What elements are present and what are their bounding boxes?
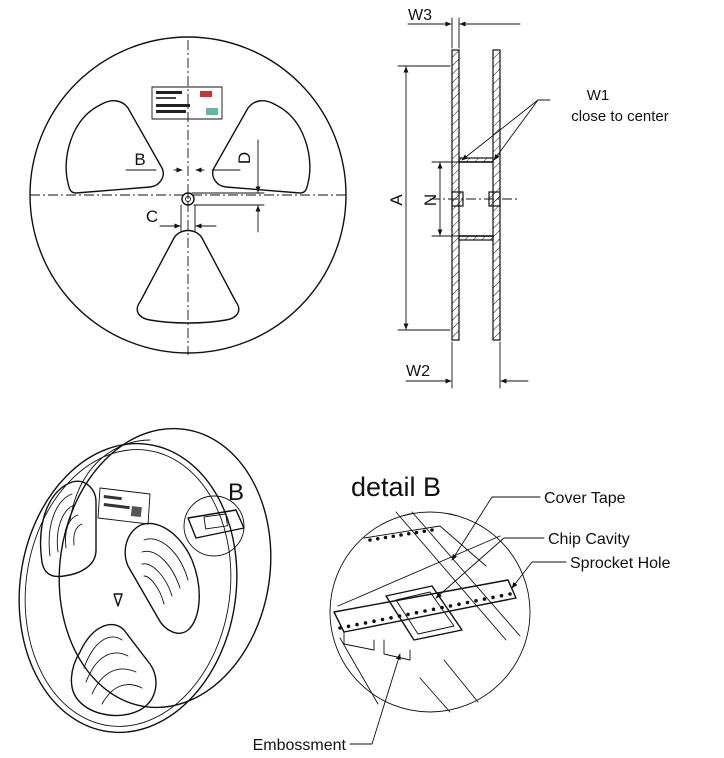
- detail-title: detail B: [351, 472, 441, 502]
- sprocket-hole: [465, 600, 470, 605]
- detail-circle: [329, 511, 531, 713]
- reel-3d-view: B: [18, 427, 272, 734]
- reel-3d-tape: [187, 509, 245, 539]
- detail-sprocket-holes: [338, 528, 512, 630]
- sprocket-hole: [372, 619, 376, 623]
- detail-flange-line-4: [419, 677, 451, 713]
- sprocket-hole: [482, 597, 487, 601]
- dim-b-label: B: [134, 150, 145, 169]
- dim-w1-leader-left: [461, 99, 539, 161]
- sprocket-hole: [380, 617, 385, 622]
- reel-3d-window-top: [40, 480, 97, 578]
- dim-n-label: N: [421, 194, 440, 206]
- detail-flange-line-5: [443, 659, 479, 703]
- cover-tape-label: Cover Tape: [544, 490, 626, 507]
- reel-front-inner-rim: [24, 449, 232, 727]
- reel-front-flange: [18, 442, 238, 734]
- reel-3d-tape-pocket: [203, 513, 228, 530]
- sprocket-hole: [399, 533, 403, 537]
- reel-3d-window-bottom: [70, 623, 157, 717]
- sprocket-hole: [423, 609, 427, 613]
- reel-window-left: [65, 100, 164, 194]
- detail-b-marker-label: B: [228, 479, 244, 506]
- sprocket-hole: [389, 616, 393, 620]
- sprocket-hole: [406, 612, 410, 617]
- detail-flange-line-1: [395, 511, 507, 641]
- sprocket-hole: [430, 528, 434, 532]
- sprocket-hole: [491, 595, 495, 600]
- sprocket-hole: [363, 621, 368, 625]
- reel-hub-bore: [185, 196, 191, 202]
- detail-cover-tape-edge: [337, 535, 501, 607]
- reel-3d-label-sticker: [97, 487, 151, 525]
- dim-w2-label: W2: [406, 363, 430, 380]
- hub-top-hatch: [458, 157, 494, 163]
- sprocket-hole-leader: [511, 561, 567, 589]
- sprocket-hole: [414, 530, 419, 535]
- sprocket-hole: [474, 599, 478, 603]
- hub-bottom-hatch: [458, 235, 494, 241]
- sprocket-hole: [457, 602, 461, 606]
- sprocket-hole: [508, 592, 512, 596]
- detail-embossment-2: [383, 639, 411, 661]
- sprocket-hole: [391, 534, 396, 539]
- detail-tape-upper-edge: [363, 525, 487, 567]
- sprocket-hole: [346, 624, 351, 629]
- detail-b-view: detail B Cover Tape Chip Cavity Sprocket…: [253, 472, 671, 754]
- sprocket-hole: [355, 622, 359, 627]
- sprocket-hole: [414, 610, 419, 615]
- detail-chip-cavity-inner: [395, 591, 455, 635]
- chip-cavity-leader: [435, 537, 545, 599]
- dim-w1-note: close to center: [571, 108, 669, 125]
- detail-b-marker: [183, 495, 245, 557]
- reel-label-sticker: [151, 86, 223, 120]
- cover-tape-leader: [451, 496, 541, 561]
- embossment-label: Embossment: [253, 737, 347, 754]
- detail-chip-cavity: [385, 585, 463, 641]
- dim-w1-leader-right: [493, 99, 539, 161]
- reel-front-view: B C D: [29, 36, 348, 355]
- sprocket-hole: [448, 604, 453, 608]
- detail-embossment-1: [343, 631, 375, 651]
- dim-w3-label: W3: [408, 7, 432, 24]
- dim-a-label: A: [387, 194, 406, 206]
- sprocket-hole: [383, 535, 388, 540]
- dim-c-label: C: [146, 207, 158, 226]
- reel-window-right: [212, 100, 311, 194]
- reel-hub: [181, 192, 195, 206]
- reel-side-view: W3 W1 close to center A N W2: [387, 7, 669, 389]
- sprocket-hole: [422, 529, 427, 534]
- sprocket-hole: [499, 593, 504, 598]
- detail-flange-line-2: [411, 511, 521, 637]
- dim-d-label: D: [235, 152, 254, 164]
- sprocket-hole: [431, 607, 436, 612]
- sprocket-hole: [368, 538, 372, 542]
- embossment-leader: [349, 653, 401, 745]
- sprocket-hole: [406, 531, 411, 536]
- reel-window-bottom: [136, 229, 240, 324]
- reel-3d-window-right: [124, 522, 200, 634]
- detail-flange-line-3: [339, 637, 379, 705]
- chip-cavity-label: Chip Cavity: [548, 531, 630, 548]
- sprocket-hole-label: Sprocket Hole: [570, 555, 671, 572]
- sprocket-hole: [375, 536, 380, 541]
- reel-back-flange: [58, 427, 272, 709]
- reel-3d-hub: [113, 593, 123, 607]
- sprocket-hole: [338, 626, 342, 630]
- detail-carrier-tape: [333, 579, 517, 633]
- dim-w1-label: W1: [587, 87, 610, 104]
